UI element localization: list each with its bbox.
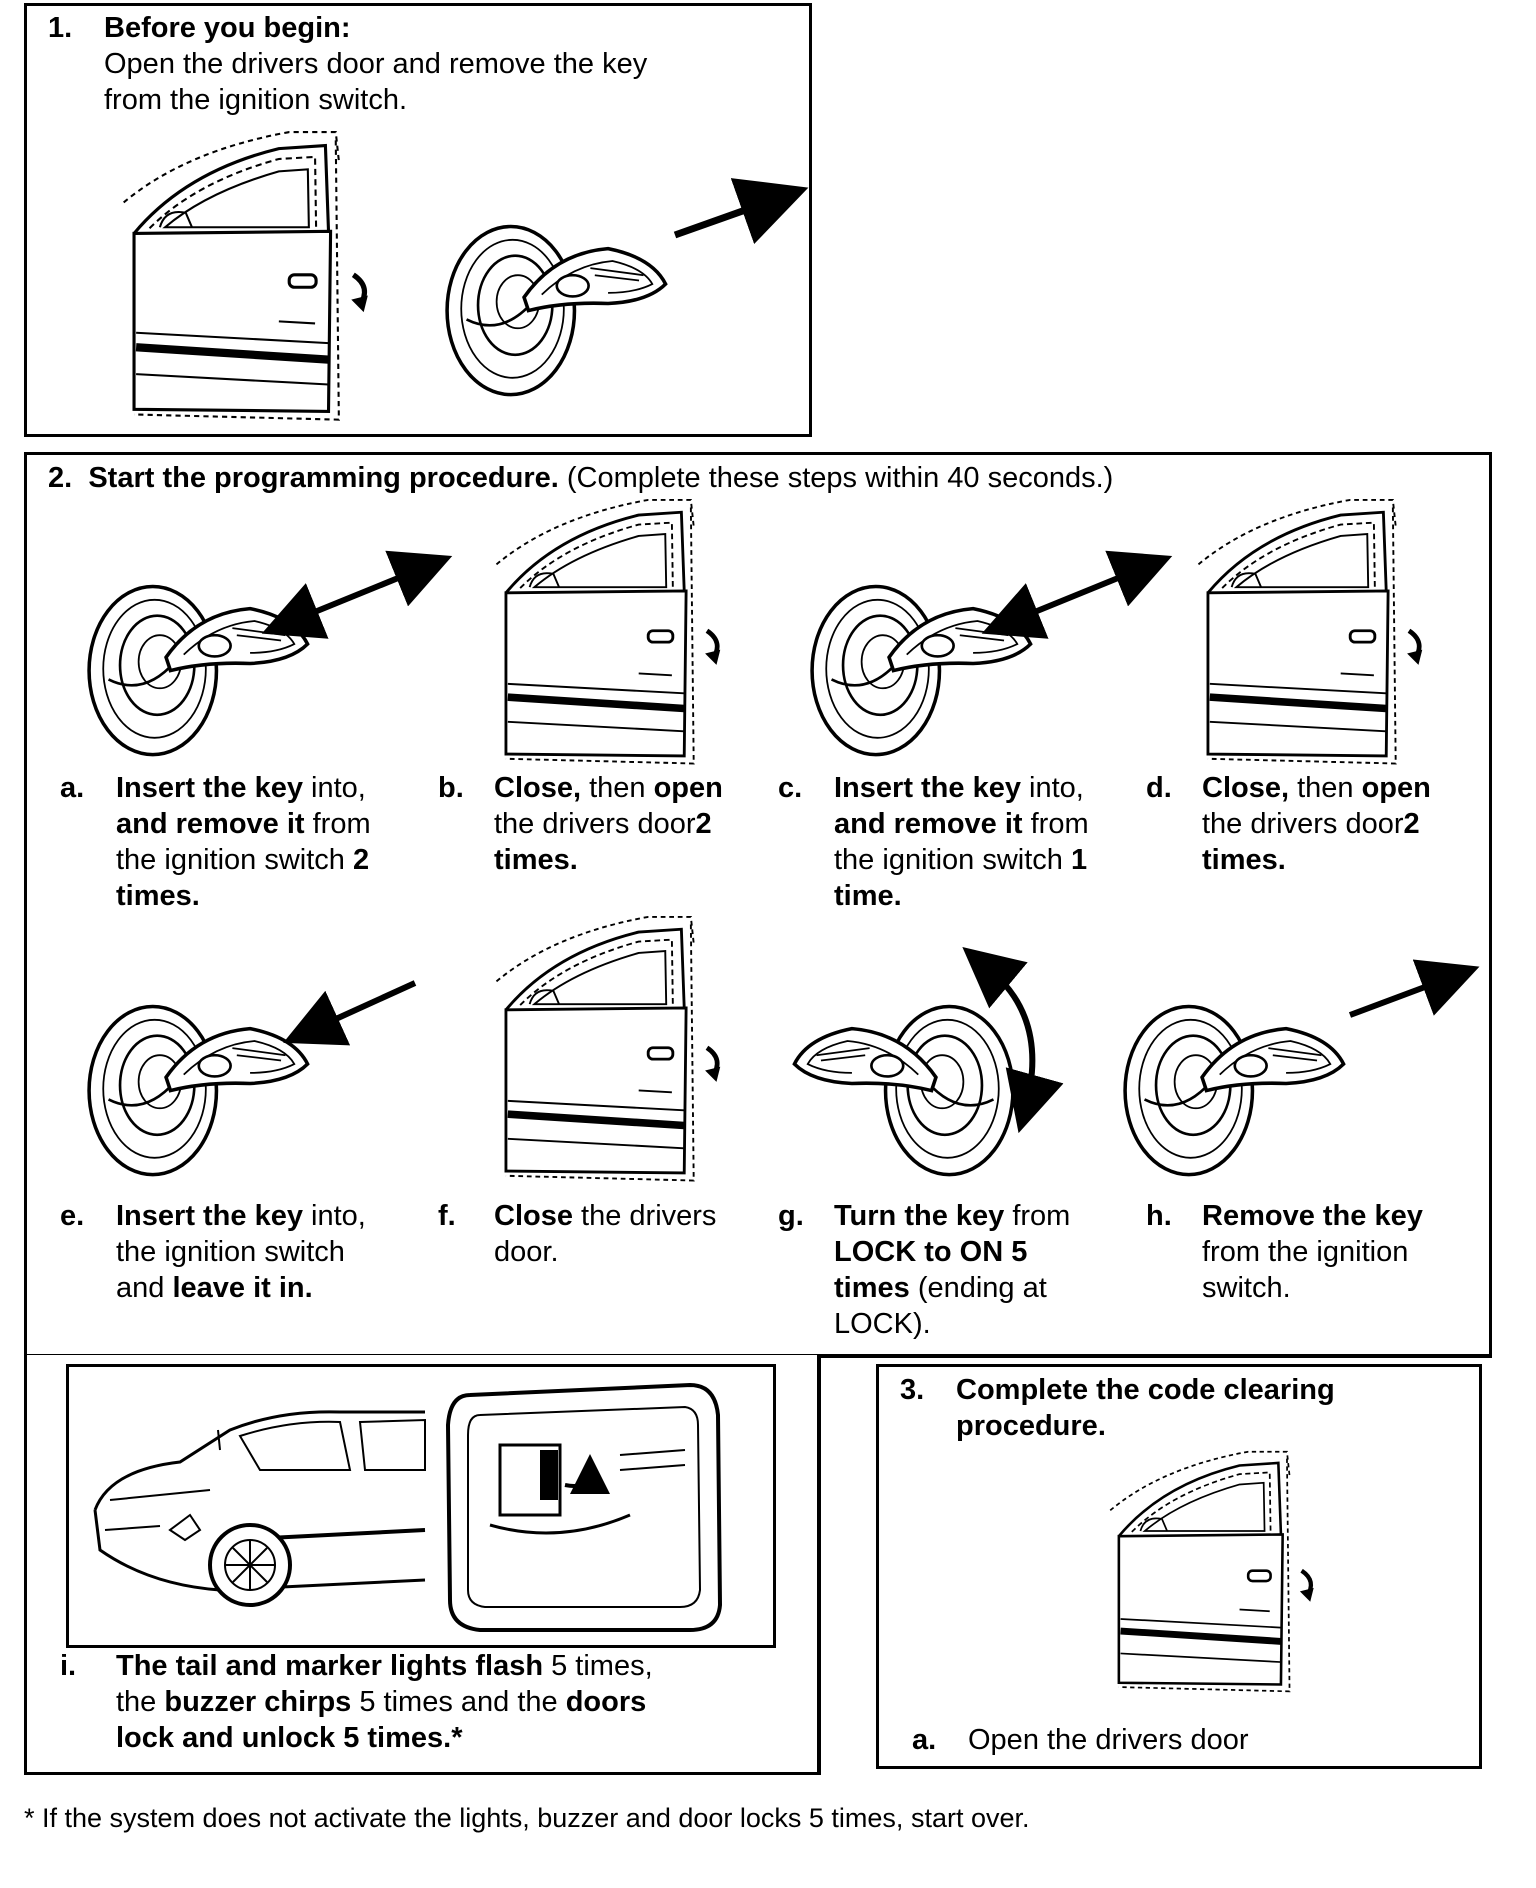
substep-c-line4: time. (834, 880, 902, 912)
ignition-key-illustration (87, 584, 310, 757)
substep-a-line4: times. (116, 880, 200, 912)
car-illustration (90, 1390, 430, 1610)
substep-e-line1: Insert the key into, (116, 1200, 366, 1232)
substep-f-letter: f. (438, 1200, 456, 1232)
step3-sub-text: Open the drivers door (968, 1724, 1249, 1756)
substep-g-line1: Turn the key from (834, 1200, 1071, 1232)
substep-d-line1: Close, then open (1202, 772, 1431, 804)
footnote: * If the system does not activate the li… (24, 1803, 1030, 1833)
step1-heading: Before you begin: (104, 12, 351, 44)
substep-g-letter: g. (778, 1200, 804, 1232)
substep-g-line3: times (ending at (834, 1272, 1047, 1304)
substep-a-letter: a. (60, 772, 85, 804)
insert-arrow-icon (283, 975, 425, 1046)
step3-heading-line1: Complete the code clearing (956, 1374, 1335, 1406)
step3-heading-line2: procedure. (956, 1410, 1106, 1442)
step2-number: 2. (48, 462, 73, 494)
substep-c-line2: and remove it from (834, 808, 1089, 840)
step2-note: (Complete these steps within 40 seconds.… (566, 462, 1114, 494)
substep-c-letter: c. (778, 772, 803, 804)
step3-sub-letter: a. (912, 1724, 937, 1756)
substep-c-line3: the ignition switch 1 (834, 844, 1088, 876)
step1-line1: Open the drivers door and remove the key (104, 48, 648, 80)
result-letter: i. (60, 1650, 77, 1682)
rotate-arrow-icon (962, 946, 1064, 1134)
ignition-key-illustration (1123, 1004, 1346, 1177)
ignition-key-illustration (87, 1004, 310, 1177)
ignition-key-illustration (445, 224, 668, 397)
door-illustration (480, 915, 750, 1190)
substep-d-line3: times. (1202, 844, 1286, 876)
door-lock-illustration (440, 1375, 725, 1640)
substep-b-line3: times. (494, 844, 578, 876)
step1-number: 1. (48, 12, 73, 44)
door-illustration (1182, 498, 1452, 773)
door-illustration (480, 498, 750, 773)
result-line3: lock and unlock 5 times.* (116, 1722, 463, 1754)
substep-a-line1: Insert the key into, (116, 772, 366, 804)
substep-c-line1: Insert the key into, (834, 772, 1084, 804)
substep-a-line3: the ignition switch 2 (116, 844, 370, 876)
substep-g-line4: LOCK). (834, 1308, 931, 1340)
ignition-key-illustration (810, 584, 1033, 757)
substep-b-letter: b. (438, 772, 464, 804)
insert-remove-arrow-icon (261, 550, 453, 639)
substep-d-line2: the drivers door2 (1202, 808, 1420, 840)
insert-remove-arrow-icon (981, 550, 1173, 639)
substep-g-line2: LOCK to ON 5 (834, 1236, 1028, 1268)
result-line2: the buzzer chirps 5 times and the doors (116, 1686, 647, 1718)
step2-heading: Start the programming procedure. (88, 462, 559, 494)
substep-d-letter: d. (1146, 772, 1172, 804)
substep-b-line1: Close, then open (494, 772, 723, 804)
remove-arrow-icon (1345, 959, 1480, 1025)
substep-b-line2: the drivers door2 (494, 808, 712, 840)
substep-a-line2: and remove it from (116, 808, 371, 840)
substep-h-line2: from the ignition (1202, 1236, 1409, 1268)
substep-e-line3: and leave it in. (116, 1272, 313, 1304)
substep-f-line1: Close the drivers (494, 1200, 717, 1232)
step2-header: 2. Start the programming procedure. (Com… (48, 460, 1113, 496)
step1-line2: from the ignition switch. (104, 84, 408, 116)
substep-h-letter: h. (1146, 1200, 1172, 1232)
step3-number: 3. (900, 1374, 925, 1406)
substep-h-line1: Remove the key (1202, 1200, 1423, 1232)
door-illustration (108, 130, 398, 430)
door-illustration (1078, 1450, 1358, 1700)
substep-f-line2: door. (494, 1236, 559, 1268)
remove-arrow-icon (670, 178, 809, 245)
substep-e-line2: the ignition switch (116, 1236, 345, 1268)
result-line1: The tail and marker lights flash 5 times… (116, 1650, 653, 1682)
substep-e-letter: e. (60, 1200, 85, 1232)
substep-h-line3: switch. (1202, 1272, 1291, 1304)
